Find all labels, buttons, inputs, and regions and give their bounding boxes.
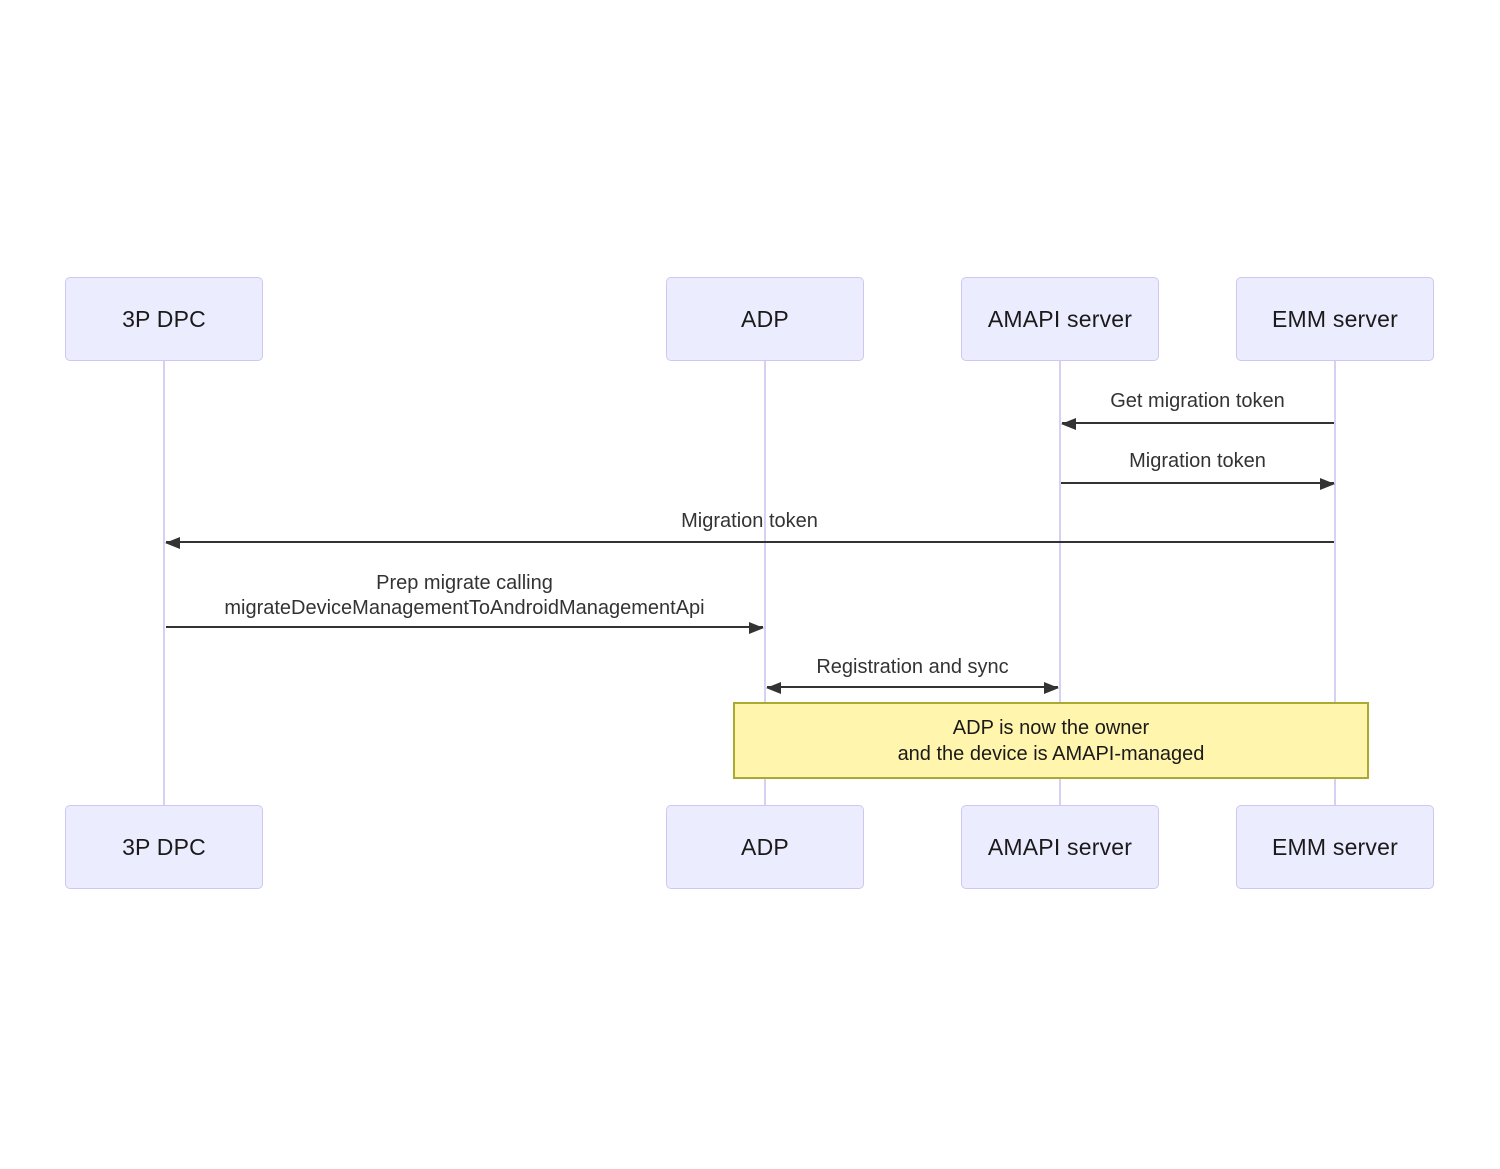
actor-emm-server-top: EMM server: [1236, 277, 1434, 361]
message-registration-sync-arrow: [766, 682, 1059, 694]
lifeline-amapi-server: [1059, 361, 1061, 805]
arrowhead-left-icon: [1061, 418, 1076, 430]
arrowhead-right-icon: [1044, 682, 1059, 694]
actor-label: ADP: [741, 833, 789, 860]
actor-label: 3P DPC: [122, 833, 206, 860]
message-get-migration-token-label: Get migration token: [1110, 390, 1285, 412]
actor-label: EMM server: [1272, 833, 1398, 860]
note-line2: and the device is AMAPI-managed: [897, 742, 1205, 765]
message-migration-token-to-emm-arrow: [1061, 478, 1335, 490]
actor-label: EMM server: [1272, 305, 1398, 332]
arrowhead-right-icon: [1320, 478, 1335, 490]
message-prep-migrate-line1: Prep migrate calling: [376, 572, 553, 594]
actor-adp-bottom: ADP: [666, 805, 864, 889]
arrowhead-left-icon: [766, 682, 781, 694]
actor-label: 3P DPC: [122, 305, 206, 332]
message-prep-migrate-arrow: [166, 622, 764, 634]
message-get-migration-token-arrow: [1061, 418, 1334, 430]
actor-amapi-server-bottom: AMAPI server: [961, 805, 1159, 889]
message-migration-token-to-dpc-arrow: [165, 537, 1334, 549]
lifeline-emm-server: [1334, 361, 1336, 805]
actor-emm-server-bottom: EMM server: [1236, 805, 1434, 889]
message-prep-migrate-label: Prep migrate calling migrateDeviceManage…: [164, 571, 765, 621]
note-line1: ADP is now the owner: [952, 716, 1150, 739]
lifeline-adp: [764, 361, 766, 805]
message-migration-token-to-dpc-label: Migration token: [681, 510, 818, 532]
lifeline-3p-dpc: [163, 361, 165, 805]
actor-label: ADP: [741, 305, 789, 332]
actor-label: AMAPI server: [987, 305, 1133, 332]
message-registration-sync-label: Registration and sync: [816, 656, 1009, 678]
arrowhead-right-icon: [749, 622, 764, 634]
arrowhead-left-icon: [165, 537, 180, 549]
actor-3p-dpc-top: 3P DPC: [65, 277, 263, 361]
message-migration-token-to-emm-label: Migration token: [1129, 450, 1266, 472]
actor-3p-dpc-bottom: 3P DPC: [65, 805, 263, 889]
actor-label: AMAPI server: [987, 833, 1133, 860]
note-box: ADP is now the owner and the device is A…: [733, 702, 1369, 779]
actor-amapi-server-top: AMAPI server: [961, 277, 1159, 361]
actor-adp-top: ADP: [666, 277, 864, 361]
message-prep-migrate-line2: migrateDeviceManagementToAndroidManageme…: [224, 597, 705, 619]
